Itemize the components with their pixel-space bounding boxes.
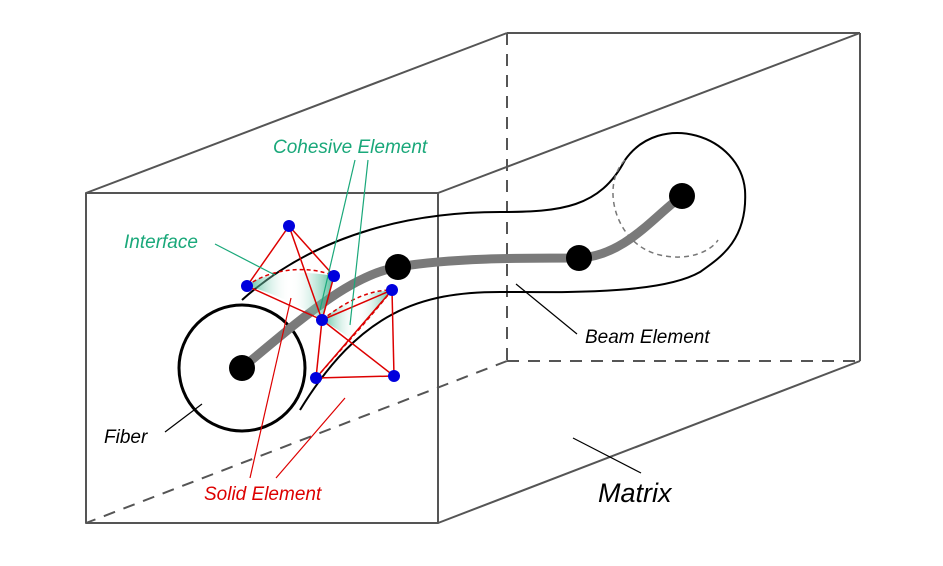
fiber-end-hidden-outline bbox=[612, 159, 719, 258]
fiber-leader bbox=[164, 403, 203, 433]
solid-leader-2 bbox=[275, 397, 346, 479]
beam-leader bbox=[515, 283, 578, 335]
beam-node bbox=[669, 183, 695, 209]
top-left-edge bbox=[85, 32, 508, 194]
solid-edge bbox=[321, 275, 335, 321]
cohesive-interface bbox=[247, 272, 392, 340]
beam-node bbox=[385, 254, 411, 280]
beam-element-label: Beam Element bbox=[585, 327, 710, 348]
solid-edge bbox=[315, 319, 323, 379]
solid-edge bbox=[246, 225, 290, 287]
solid-node bbox=[388, 370, 400, 382]
matrix-label: Matrix bbox=[598, 478, 673, 508]
solid-edge bbox=[288, 225, 323, 321]
matrix-leader bbox=[572, 437, 642, 474]
cohesive-patch-left bbox=[247, 272, 334, 320]
solid-edge bbox=[246, 285, 323, 321]
matrix-box-visible-edges bbox=[85, 32, 861, 524]
solid-edge bbox=[391, 289, 395, 377]
cohesive-leader-1 bbox=[319, 159, 356, 311]
solid-edge bbox=[315, 375, 395, 379]
beam-node bbox=[229, 355, 255, 381]
interface-leader bbox=[214, 243, 276, 276]
solid-edge bbox=[288, 225, 335, 277]
cohesive-element-label: Cohesive Element bbox=[273, 137, 428, 158]
fiber-cross-section bbox=[177, 303, 307, 433]
bottom-right-edge bbox=[437, 360, 861, 524]
cohesive-leader-2 bbox=[349, 159, 369, 326]
solid-element bbox=[246, 225, 395, 379]
solid-node bbox=[386, 284, 398, 296]
beam-node bbox=[566, 245, 592, 271]
interface-label: Interface bbox=[124, 232, 198, 253]
solid-node bbox=[241, 280, 253, 292]
front-face bbox=[85, 192, 439, 524]
solid-node bbox=[316, 314, 328, 326]
fiber-label: Fiber bbox=[104, 427, 148, 448]
solid-node bbox=[328, 270, 340, 282]
solid-edge bbox=[321, 319, 395, 377]
beam-nodes bbox=[229, 183, 695, 381]
leader-lines bbox=[164, 159, 642, 479]
fiber-tube bbox=[177, 132, 747, 433]
solid-node bbox=[310, 372, 322, 384]
cohesive-patch-right bbox=[322, 290, 392, 340]
solid-nodes bbox=[241, 220, 400, 384]
fiber-tube-outline bbox=[241, 132, 747, 411]
solid-node bbox=[283, 220, 295, 232]
solid-leader-1 bbox=[249, 297, 292, 479]
solid-element-label: Solid Element bbox=[204, 484, 322, 505]
solid-edge bbox=[321, 289, 393, 321]
top-right-edge bbox=[437, 32, 861, 194]
solid-edge-hidden bbox=[246, 268, 335, 287]
matrix-box-hidden-edges bbox=[85, 33, 860, 524]
